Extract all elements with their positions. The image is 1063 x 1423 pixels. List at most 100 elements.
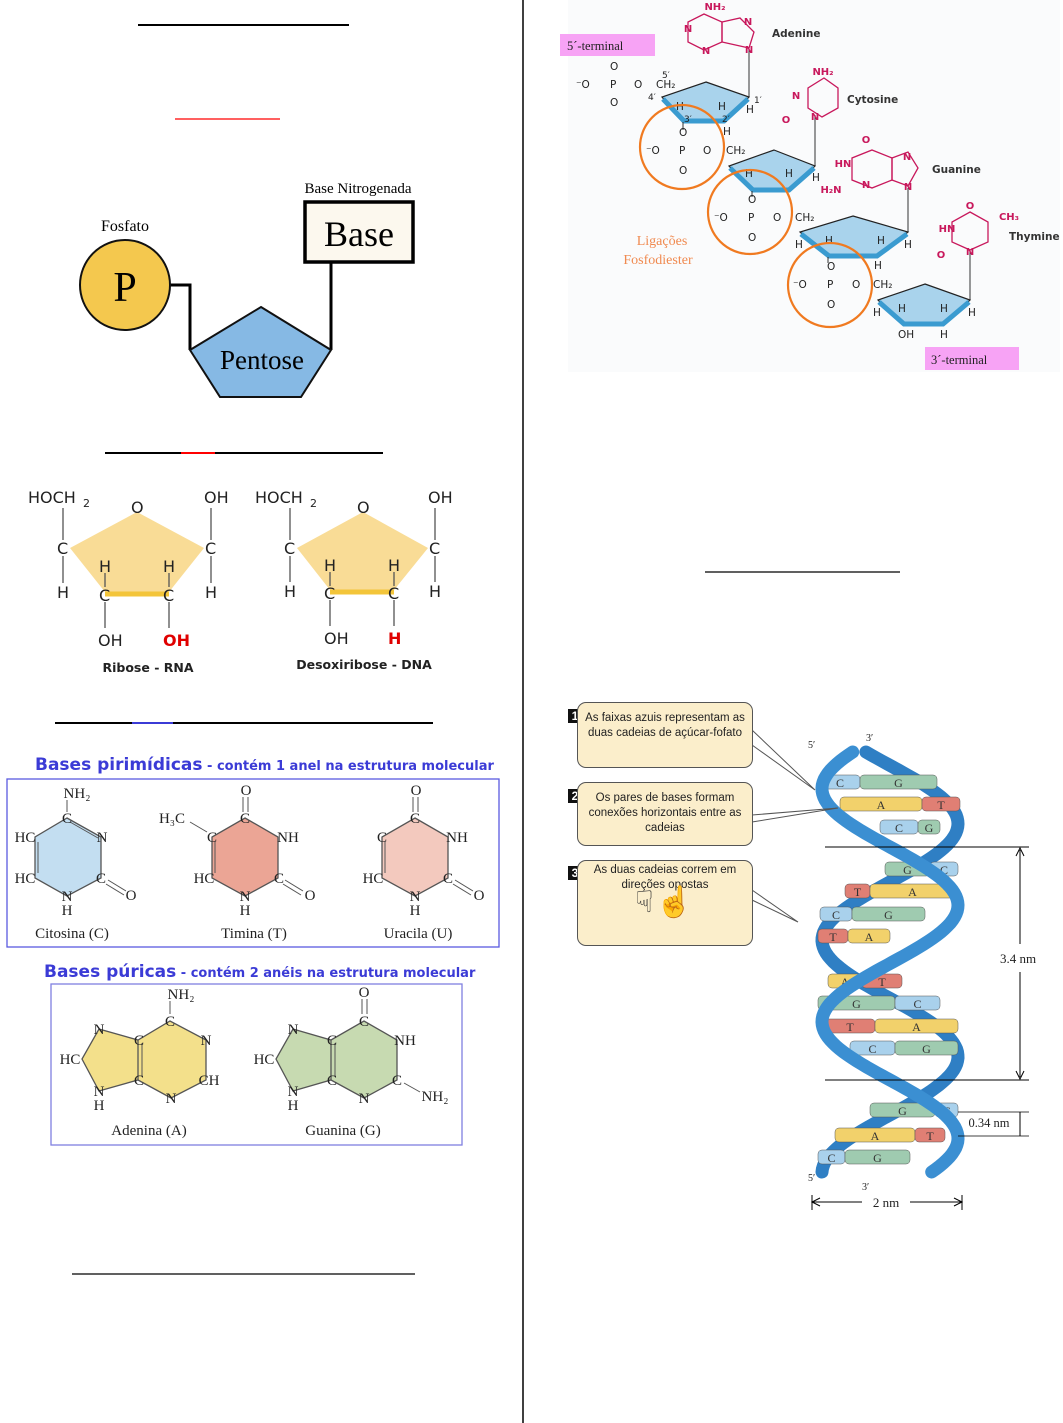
callout-sugar-phosphate: As faixas azuis representam as duas cade… — [577, 702, 753, 768]
atom-label: C — [96, 871, 106, 887]
atom-label: H — [288, 1098, 299, 1114]
hydrogen-label: H — [940, 329, 948, 341]
base-letter: C — [868, 1042, 876, 1056]
base-letter: T — [829, 930, 837, 944]
atom-label: NH — [394, 1033, 416, 1049]
atom-label: ⁻O — [714, 212, 728, 224]
atom-label: H₂N — [820, 185, 841, 196]
base-letter: C — [940, 863, 948, 877]
carbon-label: C — [284, 539, 295, 558]
position-label: 3′ — [684, 115, 692, 125]
atom-label: C — [327, 1033, 337, 1049]
atom-label: O — [634, 79, 642, 91]
svg-text:Bases pirimídicas - contém 1: Bases pirimídicas - contém 1 anel na est… — [35, 755, 494, 775]
hydrogen-label: H — [99, 557, 111, 576]
base-label: Base Nitrogenada — [304, 181, 411, 197]
hydrogen-label: H — [873, 307, 881, 319]
base-text: Base — [324, 214, 394, 254]
uracil-structure: O C C NH HC C O N H Uracila (U) — [363, 783, 485, 942]
carbon-label: C — [163, 586, 174, 605]
phosphate-terminal: ⁻O P O O O CH₂ 5′ 4′ 3′ 2′ 1′ — [576, 61, 762, 125]
purines-heading: Bases púricas — [44, 962, 176, 982]
position-label: 4′ — [648, 93, 656, 103]
atom-label: NH₂ — [64, 786, 91, 802]
atom-label: N — [792, 91, 800, 102]
hydrogen-label: H — [746, 104, 754, 116]
base-name-label: Adenine — [772, 28, 820, 40]
base-letter: G — [884, 908, 893, 922]
base-letter: G — [898, 1104, 907, 1118]
callout-base-pairs: Os pares de bases formam conexões horizo… — [577, 782, 753, 846]
base-box — [303, 200, 415, 264]
atom-label: O — [359, 985, 370, 1001]
hydrogen-label: H — [723, 126, 731, 138]
base-letter: T — [878, 975, 886, 989]
atom-label: O — [305, 888, 316, 904]
atom-label: P — [679, 145, 685, 157]
bond-label: Ligações — [637, 234, 688, 249]
hydrogen-label: H — [904, 239, 912, 251]
atom-label: C — [62, 811, 72, 827]
atom-label: N — [94, 1022, 105, 1038]
phosphodiester-1: ⁻O P O O O CH₂ — [646, 127, 745, 177]
atom-label: N — [94, 1084, 105, 1100]
atom-label: O — [610, 61, 618, 73]
carbon-label: C — [429, 539, 440, 558]
atom-label: NH₂ — [812, 67, 833, 78]
base-g-bar — [851, 906, 926, 922]
atom-label: N — [201, 1033, 212, 1049]
hydrogen-label: H — [718, 101, 726, 113]
atom-label: O — [937, 250, 946, 261]
atom-label: N — [745, 45, 753, 56]
title-rules — [55, 24, 900, 1275]
subscript-2: 2 — [310, 497, 317, 510]
phosphate-groups: ⁻O P O O O CH₂ 5′ 4′ 3′ 2′ 1′ ⁻O P O O O… — [576, 61, 976, 341]
rise-label: 0.34 nm — [969, 1116, 1010, 1130]
diagram-background — [568, 0, 1060, 372]
atom-label: O — [679, 165, 687, 177]
base-t-bar — [921, 796, 961, 812]
hydrogen-label: H — [676, 101, 684, 113]
strand-end-label: 3′ — [866, 733, 873, 744]
atom-label: N — [240, 889, 251, 905]
pentose-label: Pentose — [220, 345, 304, 375]
atom-label: CH₂ — [795, 212, 814, 224]
atom-label: H — [410, 903, 421, 919]
atom-label: N — [811, 112, 819, 123]
atom-label: H₃C — [159, 811, 185, 827]
atom-label: O — [827, 261, 835, 273]
atom-label: NH₂ — [422, 1089, 449, 1105]
atom-label: HC — [15, 830, 36, 846]
atom-label: C — [134, 1033, 144, 1049]
base-c-bar — [894, 995, 941, 1011]
atom-label: C — [410, 811, 420, 827]
atom-label: N — [702, 46, 710, 57]
helix-strand-back — [815, 745, 965, 1179]
oh-label: OH — [324, 629, 349, 648]
atom-label: O — [782, 115, 791, 126]
hydrogen-label: H — [898, 303, 906, 315]
phosphodiester-circles — [638, 103, 874, 329]
atom-label: O — [773, 212, 781, 224]
three-prime-label: 3´-terminal — [931, 353, 988, 367]
base-letter: A — [877, 798, 886, 812]
atom-label: C — [443, 871, 453, 887]
ribose-caption: Ribose - RNA — [102, 660, 193, 675]
position-label: 2′ — [722, 115, 730, 125]
atom-label: N — [288, 1084, 299, 1100]
atom-label: NH₂ — [168, 987, 195, 1003]
carbon-label: C — [99, 586, 110, 605]
oxygen-label: O — [357, 498, 370, 517]
atom-label: O — [610, 97, 618, 109]
pyrimidines-box — [6, 778, 500, 948]
pyrimidines-heading: Bases pirimídicas — [35, 755, 203, 775]
base-a-bar — [847, 928, 891, 944]
pitch-label: 3.4 nm — [1000, 951, 1036, 966]
atom-label: N — [744, 17, 752, 28]
hydrogen-label: H — [785, 168, 793, 180]
atom-label: C — [274, 871, 284, 887]
